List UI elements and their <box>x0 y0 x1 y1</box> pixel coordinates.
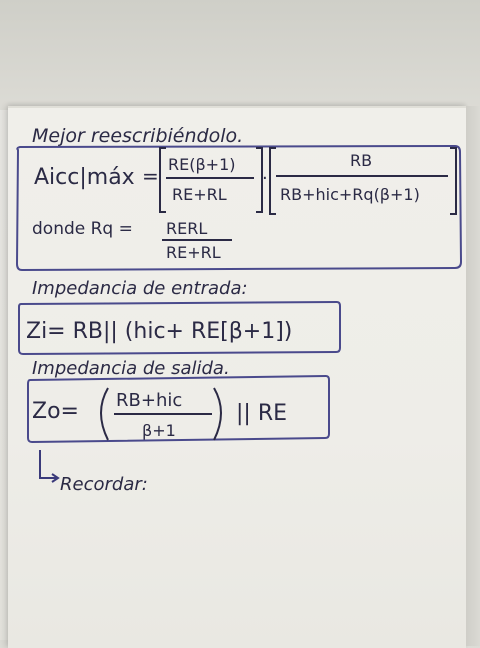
arrow-head-icon <box>51 473 60 483</box>
zo-lhs: Zo= <box>32 399 79 424</box>
gain-formula-box <box>15 144 463 272</box>
card-edge <box>466 106 480 646</box>
fraction2-denominator: RB+hic+Rq(β+1) <box>280 185 420 204</box>
heading-text: Mejor reescribiéndolo. <box>32 125 243 147</box>
entrada-heading: Impedancia de entrada: <box>32 278 248 299</box>
gain-label: Aicc|máx <box>34 165 135 190</box>
arrow-icon <box>39 450 56 479</box>
output-impedance-box <box>27 374 330 444</box>
fraction1-numerator: RE(β+1) <box>168 155 236 174</box>
zi-formula: Zi= RB|| (hic+ RE[β+1]) <box>26 319 292 344</box>
left-bracket-2 <box>269 147 276 215</box>
donde-text: donde Rq = <box>32 219 133 239</box>
right-bracket-2 <box>450 147 457 215</box>
multiply-dot: · <box>262 168 268 189</box>
zo-right-paren <box>213 387 222 441</box>
background-surface <box>0 0 480 110</box>
equals-sign: = <box>142 164 159 188</box>
rq-numerator: RERL <box>166 219 207 238</box>
right-bracket-1 <box>256 147 263 213</box>
fraction1-denominator: RE+RL <box>172 185 227 204</box>
fraction2-numerator: RB <box>350 151 372 170</box>
salida-heading: Impedancia de salida. <box>32 358 230 379</box>
recordar-text: Recordar: <box>60 474 148 495</box>
zo-denominator: β+1 <box>142 421 176 440</box>
rq-denominator: RE+RL <box>166 243 221 262</box>
zo-left-paren <box>100 387 109 441</box>
zo-rhs: || RE <box>236 401 287 426</box>
left-bracket-1 <box>159 147 166 213</box>
zo-numerator: RB+hic <box>116 390 182 411</box>
input-impedance-box <box>18 300 341 356</box>
